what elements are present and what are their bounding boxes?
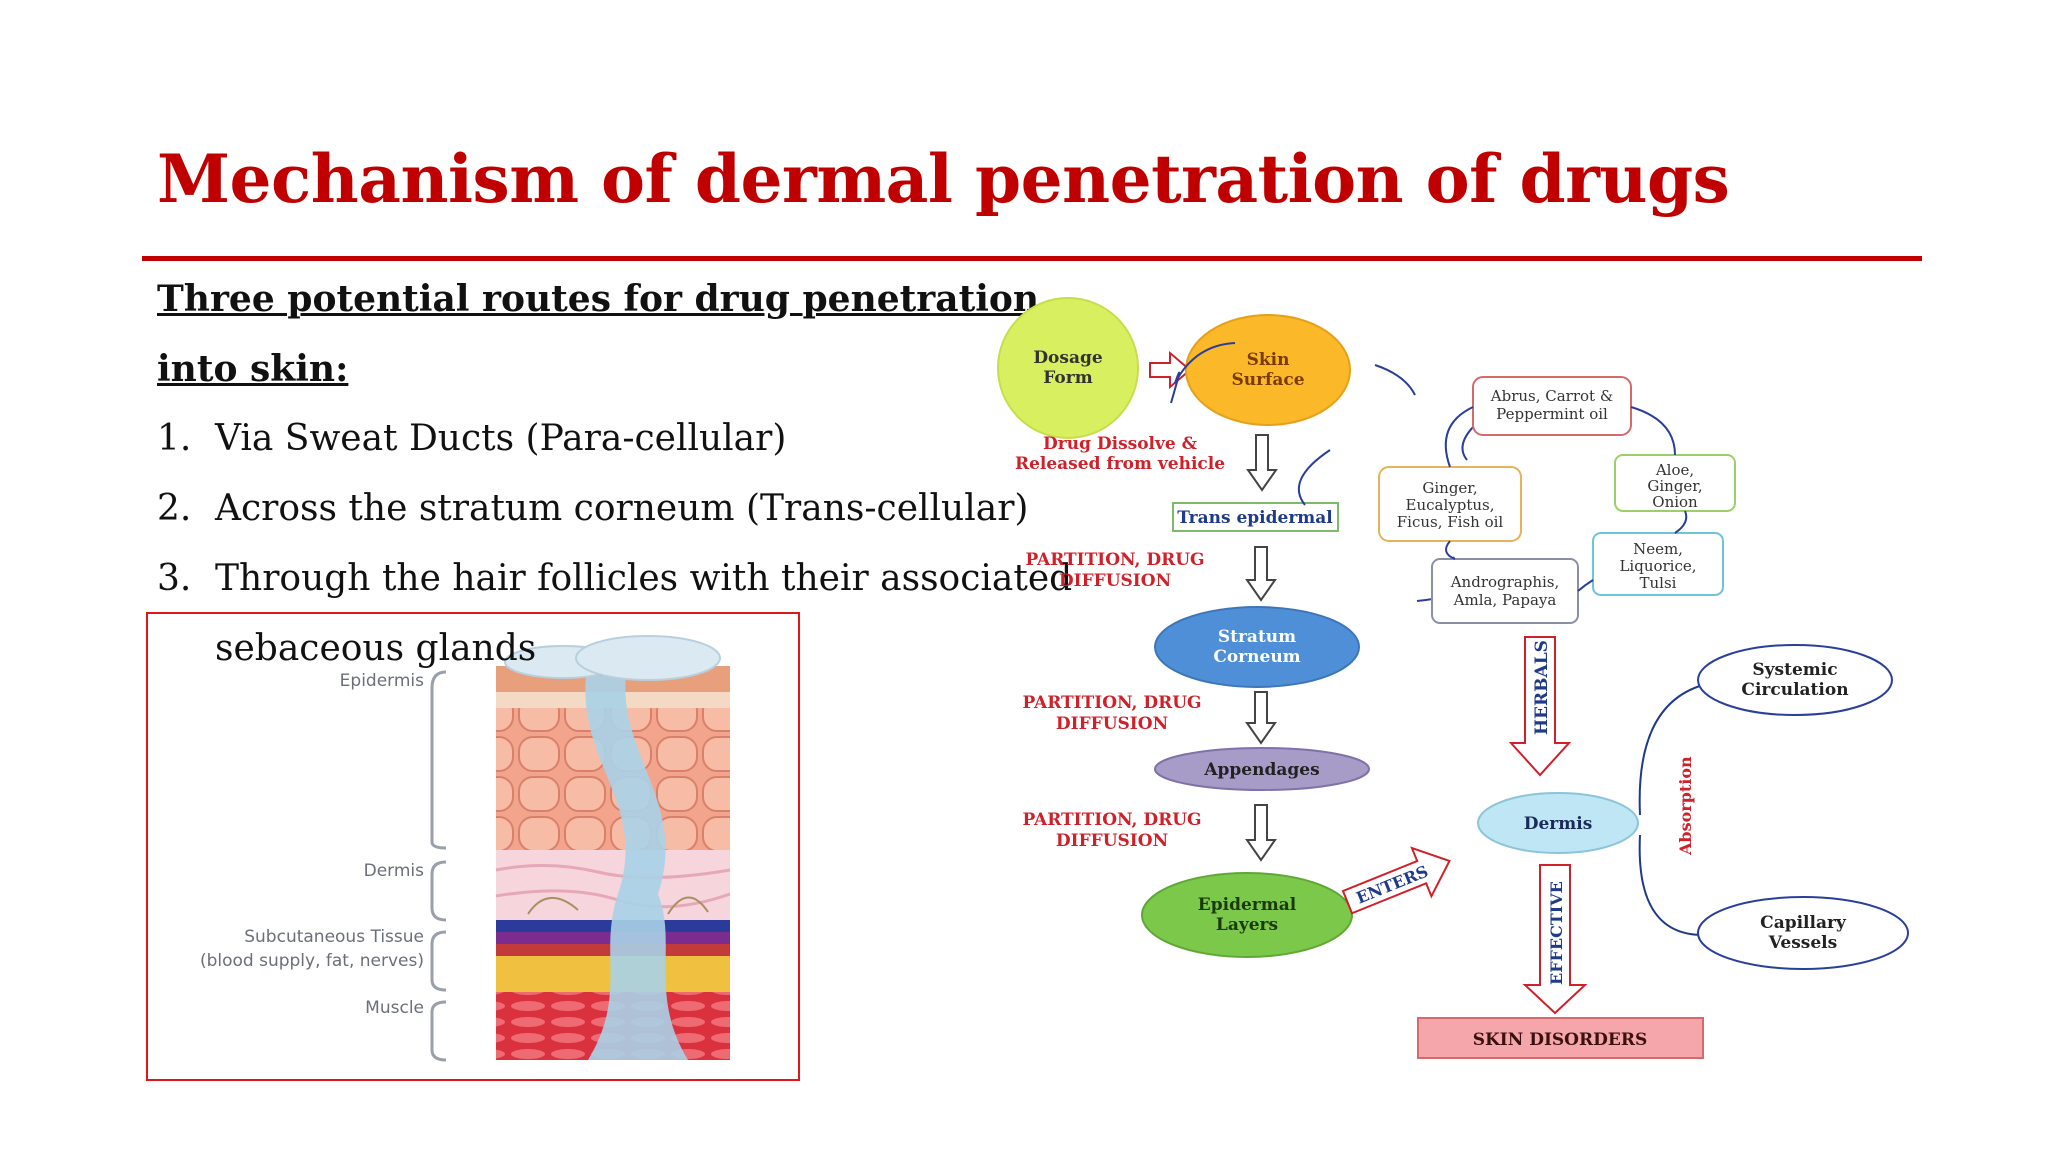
muscle-label: Muscle: [365, 998, 424, 1018]
svg-text:Aloe,: Aloe,: [1655, 461, 1694, 479]
svg-text:Appendages: Appendages: [1203, 760, 1319, 780]
herb-neem-box: Neem, Liquorice, Tulsi: [1592, 532, 1724, 596]
appendages-node: Appendages: [1154, 747, 1370, 791]
route-number: 2.: [157, 488, 192, 529]
down-arrow-3: [1245, 691, 1277, 745]
trans-epidermal-node: Trans epidermal: [1172, 502, 1339, 532]
svg-text:Form: Form: [1043, 368, 1092, 388]
routes-heading-line1: Three potential routes for drug penetrat…: [157, 278, 1040, 320]
dermis-node: Dermis: [1477, 792, 1639, 854]
route-item-3: 3. Through the hair follicles with their …: [157, 558, 1072, 599]
svg-text:Vessels: Vessels: [1768, 933, 1837, 953]
herb-links: [1444, 406, 1688, 592]
subcutaneous-sublabel: (blood supply, fat, nerves): [200, 951, 424, 971]
dermis-label: Dermis: [364, 861, 425, 881]
svg-text:Peppermint oil: Peppermint oil: [1496, 405, 1608, 423]
svg-text:Liquorice,: Liquorice,: [1619, 557, 1696, 575]
route-number: 3.: [157, 558, 192, 599]
drug-released-label: Released from vehicle: [1015, 454, 1225, 474]
svg-text:Stratum: Stratum: [1218, 627, 1296, 647]
route-item-2: 2. Across the stratum corneum (Trans-cell…: [157, 488, 1028, 529]
herbals-arrow: HERBALS: [1508, 636, 1572, 777]
penetration-flow-diagram: Dosage Form Skin Surface Drug Dissolve &…: [985, 295, 1950, 1079]
svg-text:Amla, Papaya: Amla, Papaya: [1453, 591, 1557, 609]
absorption-label: Absorption: [1676, 756, 1695, 856]
svg-text:Abrus, Carrot &: Abrus, Carrot &: [1490, 387, 1613, 405]
skin-layers-image: Epidermis Dermis Subcutaneous Tissue (bl…: [146, 612, 800, 1081]
svg-text:EFFECTIVE: EFFECTIVE: [1547, 881, 1566, 985]
diffusion-label-2: DIFFUSION: [1056, 714, 1168, 734]
svg-text:Surface: Surface: [1231, 370, 1304, 390]
herb-aloe-box: Aloe, Ginger, Onion: [1614, 454, 1736, 512]
svg-text:Dosage: Dosage: [1033, 348, 1103, 368]
stratum-corneum-node: Stratum Corneum: [1154, 606, 1360, 688]
slide-title: Mechanism of dermal penetration of drugs: [157, 140, 1730, 218]
diffusion-label-3: DIFFUSION: [1056, 831, 1168, 851]
diffusion-label-1: DIFFUSION: [1059, 571, 1171, 591]
svg-text:Eucalyptus,: Eucalyptus,: [1406, 496, 1495, 514]
svg-text:Trans epidermal: Trans epidermal: [1177, 508, 1333, 528]
svg-text:SKIN DISORDERS: SKIN DISORDERS: [1473, 1030, 1647, 1050]
systemic-circulation-node: Systemic Circulation: [1697, 644, 1893, 716]
partition-label-1: PARTITION, DRUG: [1025, 550, 1204, 570]
svg-text:Ficus, Fish oil: Ficus, Fish oil: [1397, 513, 1504, 531]
routes-heading-line2: into skin:: [157, 348, 349, 390]
svg-text:Systemic: Systemic: [1752, 660, 1837, 680]
down-arrow-4: [1245, 804, 1277, 862]
skin-cross-section: [495, 635, 731, 1060]
svg-text:Epidermal: Epidermal: [1198, 895, 1297, 915]
svg-text:Layers: Layers: [1216, 915, 1278, 935]
epidermal-layers-node: Epidermal Layers: [1141, 872, 1353, 958]
herb-abrus-box: Abrus, Carrot & Peppermint oil: [1472, 376, 1632, 436]
route-item-1: 1. Via Sweat Ducts (Para-cellular): [157, 418, 786, 459]
route-number: 1.: [157, 418, 192, 459]
svg-text:Andrographis,: Andrographis,: [1450, 573, 1560, 591]
svg-text:Onion: Onion: [1652, 493, 1698, 511]
dosage-form-node: Dosage Form: [997, 297, 1139, 439]
herb-andro-box: Andrographis, Amla, Papaya: [1431, 558, 1579, 624]
title-divider: [142, 256, 1922, 261]
epidermis-label: Epidermis: [340, 671, 424, 691]
route-text: Via Sweat Ducts (Para-cellular): [215, 418, 787, 459]
down-arrow-1: [1246, 434, 1278, 492]
dosage-to-surface-arrow: [1149, 350, 1192, 390]
down-arrow-2: [1245, 546, 1277, 602]
subcutaneous-label: Subcutaneous Tissue: [244, 927, 424, 947]
svg-text:Capillary: Capillary: [1760, 913, 1847, 933]
herb-ginger-box: Ginger, Eucalyptus, Ficus, Fish oil: [1378, 466, 1522, 542]
route-3-continuation: sebaceous glands: [215, 628, 537, 669]
svg-text:Skin: Skin: [1247, 350, 1290, 370]
partition-label-2: PARTITION, DRUG: [1022, 693, 1201, 713]
drug-dissolve-label: Drug Dissolve &: [1043, 434, 1198, 454]
effective-arrow: EFFECTIVE: [1522, 864, 1588, 1015]
svg-text:Circulation: Circulation: [1741, 680, 1848, 700]
absorption-branches: [1638, 684, 1704, 936]
route-text: Through the hair follicles with their as…: [215, 558, 1073, 599]
svg-text:Tulsi: Tulsi: [1640, 574, 1677, 592]
skin-disorders-node: SKIN DISORDERS: [1417, 1017, 1704, 1059]
svg-text:Ginger,: Ginger,: [1422, 479, 1477, 497]
svg-text:HERBALS: HERBALS: [1532, 640, 1552, 735]
route-text: Across the stratum corneum (Trans-cellul…: [215, 488, 1029, 529]
svg-text:Neem,: Neem,: [1633, 540, 1683, 558]
partition-label-3: PARTITION, DRUG: [1022, 810, 1201, 830]
svg-text:Corneum: Corneum: [1213, 647, 1300, 667]
svg-text:Ginger,: Ginger,: [1647, 477, 1702, 495]
capillary-vessels-node: Capillary Vessels: [1697, 896, 1909, 970]
svg-text:Dermis: Dermis: [1524, 814, 1593, 834]
layer-brackets: [430, 670, 447, 1062]
enters-arrow: ENTERS: [1341, 846, 1451, 915]
skin-surface-node: Skin Surface: [1185, 314, 1351, 426]
